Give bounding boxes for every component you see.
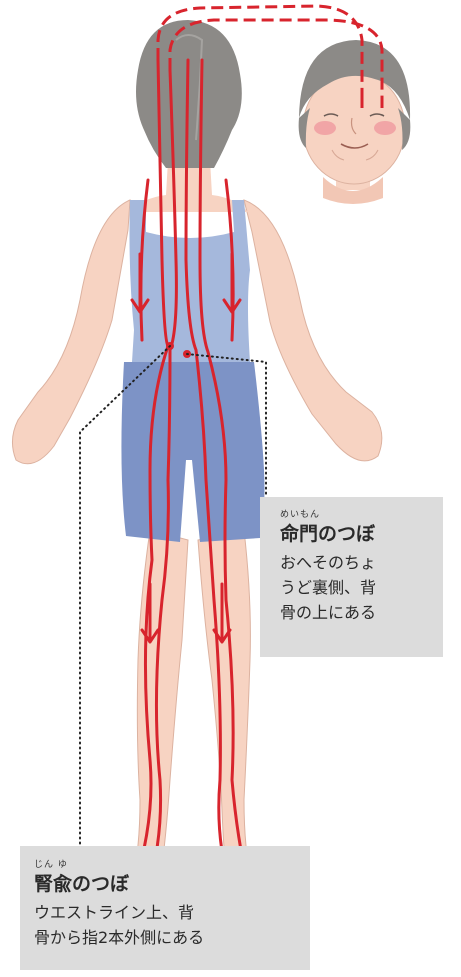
description-line: 骨から指2本外側にある	[34, 928, 204, 947]
jinyu-point-callout: じん ゆ 腎兪のつぼ ウエストライン上、背 骨から指2本外側にある	[20, 846, 310, 970]
description-line: おへそのちょ	[280, 553, 376, 572]
description-line: 骨の上にある	[280, 603, 376, 622]
description-line: うど裏側、背	[280, 578, 376, 597]
jinyu-point-description: ウエストライン上、背 骨から指2本外側にある	[34, 900, 298, 950]
face-illustration	[299, 40, 411, 204]
meimon-point-description: おへそのちょ うど裏側、背 骨の上にある	[280, 550, 433, 625]
meimon-point-title: 命門のつぼ	[280, 519, 433, 546]
jinyu-point-title: 腎兪のつぼ	[34, 869, 298, 896]
meimon-point-callout: めいもん 命門のつぼ おへそのちょ うど裏側、背 骨の上にある	[260, 497, 443, 657]
description-line: ウエストライン上、背	[34, 903, 194, 922]
